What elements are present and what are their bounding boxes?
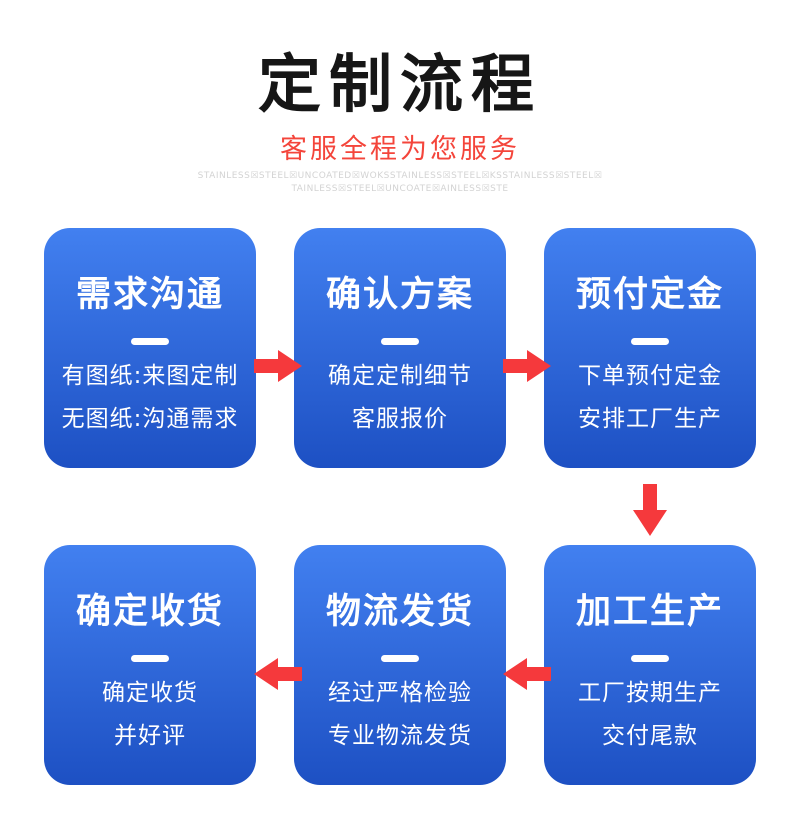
step-title: 需求沟通 (75, 275, 224, 315)
watermark-text: STAINLESS☒STEEL☒UNCOATED☒WOKSSTAINLESS☒S… (0, 170, 800, 196)
step-title: 确认方案 (325, 275, 474, 315)
step-box-requirement: 需求沟通 有图纸:来图定制 无图纸:沟通需求 (44, 228, 256, 468)
step-line: 安排工厂生产 (578, 406, 722, 432)
step-title: 预付定金 (575, 275, 724, 315)
arrow-left-icon (503, 655, 551, 693)
watermark-line-2: TAINLESS☒STEEL☒UNCOATE☒AINLESS☒STE (291, 184, 509, 194)
watermark-line-1: STAINLESS☒STEEL☒UNCOATED☒WOKSSTAINLESS☒S… (197, 171, 603, 181)
step-line: 无图纸:沟通需求 (61, 406, 239, 432)
step-title: 物流发货 (325, 592, 474, 632)
step-box-shipping: 物流发货 经过严格检验 专业物流发货 (294, 545, 506, 785)
step-box-production: 加工生产 工厂按期生产 交付尾款 (544, 545, 756, 785)
divider-dash (381, 338, 419, 345)
step-line: 交付尾款 (602, 723, 698, 749)
flow-row-top: 需求沟通 有图纸:来图定制 无图纸:沟通需求 确认方案 确定定制细节 客服报价 … (44, 228, 756, 468)
step-line: 下单预付定金 (578, 363, 722, 389)
step-line: 经过严格检验 (328, 680, 472, 706)
divider-dash (131, 655, 169, 662)
arrow-left-icon (254, 655, 302, 693)
flow-row-bottom: 确定收货 确定收货 并好评 物流发货 经过严格检验 专业物流发货 加工生产 工厂… (44, 545, 756, 785)
step-box-deposit: 预付定金 下单预付定金 安排工厂生产 (544, 228, 756, 468)
step-line: 确定收货 (102, 680, 198, 706)
page-title: 定制流程 (258, 48, 542, 121)
step-box-receive: 确定收货 确定收货 并好评 (44, 545, 256, 785)
divider-dash (631, 655, 669, 662)
step-line: 确定定制细节 (328, 363, 472, 389)
divider-dash (381, 655, 419, 662)
page-subtitle: 客服全程为您服务 (280, 134, 520, 165)
divider-dash (131, 338, 169, 345)
divider-dash (631, 338, 669, 345)
arrow-down-icon (632, 484, 668, 536)
step-title: 加工生产 (575, 592, 724, 632)
step-line: 有图纸:来图定制 (61, 363, 239, 389)
step-box-confirm-plan: 确认方案 确定定制细节 客服报价 (294, 228, 506, 468)
step-title: 确定收货 (75, 592, 224, 632)
step-line: 工厂按期生产 (578, 680, 722, 706)
arrow-right-icon (254, 347, 302, 385)
step-line: 客服报价 (352, 406, 448, 432)
step-line: 并好评 (114, 723, 186, 749)
step-line: 专业物流发货 (328, 723, 472, 749)
arrow-right-icon (503, 347, 551, 385)
